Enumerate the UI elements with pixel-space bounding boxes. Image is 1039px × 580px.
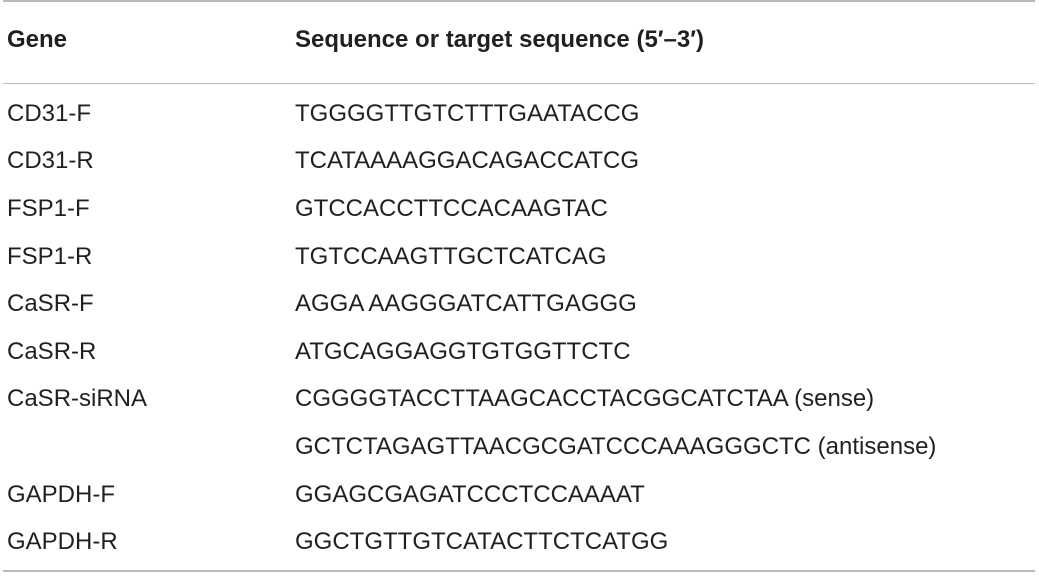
sequence-cell: GGCTGTTGTCATACTTCTCATGG: [293, 518, 1035, 572]
sequence-cell: GGAGCGAGATCCCTCCAAAAT: [295, 480, 645, 508]
gene-cell: CaSR-F: [7, 290, 94, 318]
gene-column-header: Gene: [3, 0, 293, 84]
header-row: Gene Sequence or target sequence (5′–3′): [3, 0, 1035, 84]
gene-cell: [3, 423, 293, 471]
table-header: Gene Sequence or target sequence (5′–3′): [3, 0, 1035, 84]
table-body: CD31-F TGGGGTTGTCTTTGAATACCG CD31-R TCAT…: [3, 84, 1035, 572]
primer-sequence-table: Gene Sequence or target sequence (5′–3′)…: [3, 0, 1035, 572]
table-row: FSP1-F GTCCACCTTCCACAAGTAC: [3, 185, 1035, 233]
sequence-cell: TCATAAAAGGACAGACCATCG: [295, 147, 640, 175]
table-row: CD31-F TGGGGTTGTCTTTGAATACCG: [3, 84, 1035, 138]
gene-cell: FSP1-R: [7, 242, 93, 270]
gene-cell: CaSR-R: [7, 337, 97, 365]
sequence-cell: TGTCCAAGTTGCTCATCAG: [295, 242, 607, 270]
table-row: FSP1-R TGTCCAAGTTGCTCATCAG: [3, 233, 1035, 281]
sequence-cell: ATGCAGGAGGTGTGGTTCTC: [295, 337, 631, 365]
table-row: CaSR-siRNA CGGGGTACCTTAAGCACCTACGGCATCTA…: [3, 376, 1035, 424]
table-row: CaSR-R ATGCAGGAGGTGTGGTTCTC: [3, 328, 1035, 376]
gene-cell: FSP1-F: [7, 194, 90, 222]
primer-table-container: Gene Sequence or target sequence (5′–3′)…: [3, 0, 1035, 572]
sequence-cell: TGGGGTTGTCTTTGAATACCG: [295, 99, 640, 127]
table-row: GAPDH-F GGAGCGAGATCCCTCCAAAAT: [3, 471, 1035, 519]
sequence-cell: CGGGGTACCTTAAGCACCTACGGCATCTAA (sense): [295, 385, 875, 413]
table-row: GAPDH-R GGCTGTTGTCATACTTCTCATGG: [3, 518, 1035, 572]
gene-cell: CaSR-siRNA: [7, 385, 148, 413]
sequence-cell: GTCCACCTTCCACAAGTAC: [295, 194, 608, 222]
sequence-cell: AGGA AAGGGATCATTGAGGG: [295, 290, 637, 318]
table-row: CaSR-F AGGA AAGGGATCATTGAGGG: [3, 280, 1035, 328]
sequence-cell: GCTCTAGAGTTAACGCGATCCCAAAGGGCTC (antisen…: [295, 432, 937, 460]
sequence-column-header: Sequence or target sequence (5′–3′): [293, 0, 1035, 84]
table-row: GCTCTAGAGTTAACGCGATCCCAAAGGGCTC (antisen…: [3, 423, 1035, 471]
gene-cell: CD31-R: [7, 147, 94, 175]
table-row: CD31-R TCATAAAAGGACAGACCATCG: [3, 138, 1035, 186]
gene-cell: CD31-F: [7, 99, 92, 127]
gene-cell: GAPDH-R: [3, 518, 293, 572]
gene-cell: GAPDH-F: [7, 480, 115, 508]
